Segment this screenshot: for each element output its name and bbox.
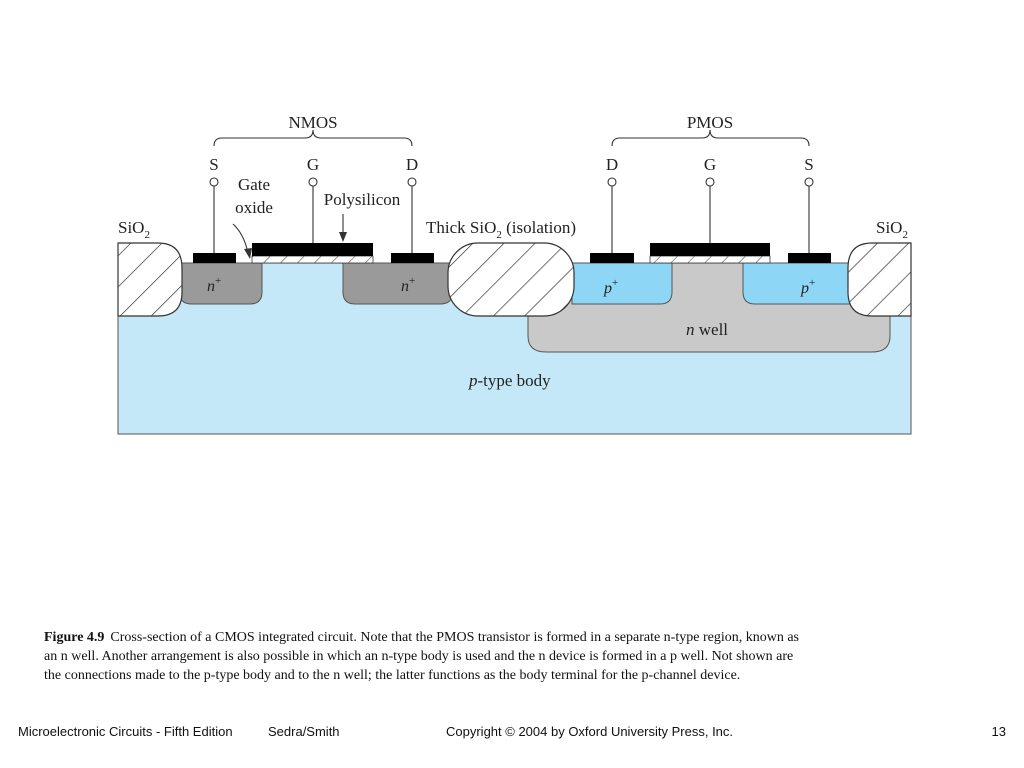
- pmos-drain-terminal: [607, 177, 617, 187]
- thick-sio2-hatch: [448, 243, 574, 316]
- pmos-brace: [611, 129, 810, 147]
- nmos-label: NMOS: [288, 113, 337, 132]
- caption-text: Cross-section of a CMOS integrated circu…: [44, 630, 799, 683]
- sio2-right-hatch: [848, 243, 911, 316]
- pmos-label: PMOS: [687, 113, 733, 132]
- pmos-drain-contact: [590, 253, 634, 263]
- p-type-body-label: p-type body: [468, 371, 551, 390]
- gate-oxide-label-line2: oxide: [235, 198, 273, 217]
- footer-book-title: Microelectronic Circuits - Fifth Edition: [18, 724, 233, 739]
- footer-page-number: 13: [991, 724, 1006, 739]
- nmos-source-terminal: [209, 177, 219, 187]
- pmos-source-contact: [788, 253, 831, 263]
- gate-oxide-label-line1: Gate: [238, 175, 270, 194]
- pmos-gate-terminal: [705, 177, 715, 187]
- gate-oxide-arrowhead: [244, 248, 252, 259]
- pmos-gate-oxide-hatch: [650, 256, 770, 263]
- p-plus-drain-label: p+: [603, 277, 618, 297]
- n-well-label: n well: [686, 320, 728, 339]
- slide-footer: Microelectronic Circuits - Fifth Edition…: [0, 724, 1024, 740]
- n-plus-drain-label: n+: [401, 275, 415, 295]
- p-plus-source-label: p+: [800, 277, 815, 297]
- pmos-drain-letter: D: [606, 155, 618, 174]
- gate-oxide-pointer-line: [232, 223, 249, 254]
- polysilicon-label: Polysilicon: [324, 190, 401, 209]
- nmos-gate-terminal: [308, 177, 318, 187]
- nmos-gate-oxide-hatch: [252, 256, 373, 263]
- nmos-drain-terminal: [407, 177, 417, 187]
- n-plus-drain-region: [342, 262, 453, 305]
- sio2-right-label: SiO2: [876, 218, 908, 241]
- terminal-leads: [209, 177, 814, 253]
- nmos-drain-letter: D: [406, 155, 418, 174]
- footer-copyright: Copyright © 2004 by Oxford University Pr…: [446, 724, 734, 739]
- nmos-source-contact: [193, 253, 236, 263]
- sio2-left-label: SiO2: [118, 218, 150, 241]
- pmos-polysilicon-gate: [650, 243, 770, 256]
- figure-number: Figure 4.9: [44, 630, 105, 645]
- sio2-left-hatch: [118, 243, 182, 316]
- p-plus-source-region: [742, 262, 852, 305]
- n-plus-source-label: n+: [207, 275, 221, 295]
- nmos-drain-contact: [391, 253, 434, 263]
- nmos-gate-letter: G: [307, 155, 319, 174]
- p-plus-drain-region: [571, 262, 673, 305]
- pmos-source-letter: S: [804, 155, 813, 174]
- pmos-gate-letter: G: [704, 155, 716, 174]
- footer-authors: Sedra/Smith: [268, 724, 340, 739]
- nmos-polysilicon-gate: [252, 243, 373, 256]
- polysilicon-arrowhead: [339, 232, 347, 242]
- thick-sio2-isolation-label: Thick SiO2 (isolation): [426, 218, 576, 241]
- nmos-source-letter: S: [209, 155, 218, 174]
- cmos-cross-section-diagram: NMOS PMOS S G D D G S Gate oxide Polysil…: [117, 113, 912, 435]
- nmos-brace: [213, 129, 413, 147]
- pmos-source-terminal: [804, 177, 814, 187]
